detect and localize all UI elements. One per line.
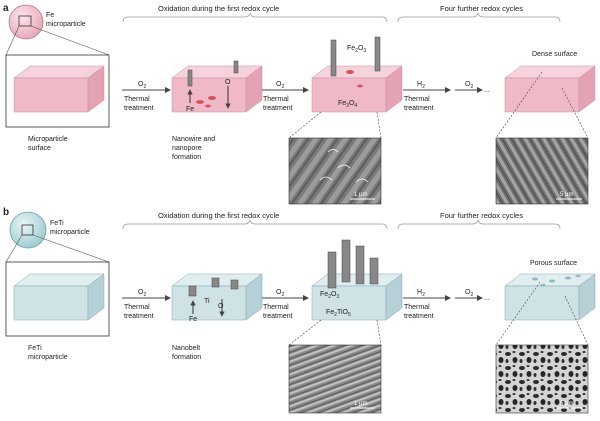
step4-dots: ...: [484, 87, 490, 94]
panel-b: b FeTi microparticle Oxidation during th…: [3, 207, 596, 414]
zoom-square-b: [21, 224, 34, 236]
sem1-zoom-line-left-b: [288, 319, 322, 346]
block2-caption-2-b: formation: [172, 354, 201, 361]
zoom-line-left-b: [5, 234, 23, 263]
step1-label-2-b: treatment: [124, 313, 154, 320]
block2-caption-1: Nanowire and: [172, 136, 215, 143]
block-4-b: [504, 273, 596, 321]
step3-label-2: treatment: [404, 105, 434, 112]
surface-label-1-b: FeTi: [28, 345, 42, 352]
sem-image-b1: 1 μm: [288, 344, 382, 414]
step1-gas: O2: [138, 81, 146, 90]
final-caption: Dense surface: [532, 51, 577, 58]
step1-gas-b: O2: [138, 289, 146, 298]
bracket-oxidation: [122, 12, 388, 23]
bracket-oxidation-b: [122, 219, 388, 230]
sem1-zoom-line-left: [288, 111, 322, 139]
bracket-further-b: [397, 219, 561, 230]
feti-microparticle-sphere: [9, 211, 47, 249]
step2-label-1-b: Thermal: [263, 304, 289, 311]
header-oxidation: Oxidation during the first redox cycle: [158, 4, 279, 13]
step3-label-1-b: Thermal: [404, 304, 430, 311]
block3-top-label: Fe2O3: [347, 45, 366, 54]
zoom-line-right: [30, 25, 110, 56]
block3-face-label-b: Fe2TiO5: [326, 309, 351, 318]
zoom-frame-b: [5, 261, 110, 337]
particle-label-2-b: microparticle: [50, 229, 90, 236]
final-caption-b: Porous surface: [530, 260, 577, 267]
sem1-zoom-line-right: [376, 111, 382, 139]
particle-label-2: microparticle: [46, 21, 86, 28]
block-1-b: [13, 273, 105, 321]
panel-b-letter: b: [3, 207, 9, 218]
step1-label-2: treatment: [124, 105, 154, 112]
step4-dots-b: ...: [484, 295, 490, 302]
block-1: [13, 65, 105, 113]
block2-label-fe-b: Fe: [189, 316, 197, 323]
block2-label-o-b: O: [218, 303, 224, 310]
particle-label-1-b: FeTi: [50, 220, 64, 227]
step1-label-1-b: Thermal: [124, 304, 150, 311]
step3-gas: H2: [417, 81, 425, 90]
block-2-b: [171, 273, 263, 321]
sem2-scale-label: 5 μm: [560, 192, 573, 198]
sem2-scale-label-b: 5 μm: [560, 401, 573, 407]
sem-image-a2: 5 μm: [495, 137, 589, 205]
particle-label-1: Fe: [46, 12, 54, 19]
step3-gas-b: H2: [417, 289, 425, 298]
sem1-zoom-line-right-b: [376, 319, 382, 346]
zoom-square: [18, 15, 32, 27]
sem2-zoom-line-left: [495, 71, 543, 139]
block-3-b: [311, 239, 403, 321]
step3-label-1: Thermal: [404, 96, 430, 103]
step2-gas: O2: [276, 81, 284, 90]
header-oxidation-b: Oxidation during the first redox cycle: [158, 211, 279, 220]
sem1-scale-label-b: 1 μm: [354, 401, 367, 407]
header-further: Four further redox cycles: [440, 4, 523, 13]
surface-label-2-b: microparticle: [28, 354, 68, 361]
step2-label-2-b: treatment: [263, 313, 293, 320]
bracket-further: [397, 12, 561, 23]
sem-image-a1: 1 μm: [288, 137, 382, 205]
panel-a-letter: a: [3, 3, 9, 14]
panel-a: a Fe microparticle Oxidation during the …: [3, 3, 596, 205]
surface-label-2: surface: [28, 145, 51, 152]
sem2-zoom-line-left-b: [495, 281, 541, 346]
block-4: [504, 65, 596, 113]
step4-gas-b: O2: [465, 289, 473, 298]
block2-label-ti-b: Ti: [204, 298, 210, 305]
block2-label-o: O: [225, 79, 231, 86]
step4-gas: O2: [465, 81, 473, 90]
block-2: [171, 60, 263, 113]
zoom-line-left: [5, 25, 20, 56]
step2-gas-b: O2: [276, 289, 284, 298]
zoom-frame: [5, 54, 110, 128]
surface-label-1: Microparticle: [28, 136, 68, 143]
block-3: [311, 36, 403, 113]
block2-caption-1-b: Nanobelt: [172, 345, 200, 352]
step1-label-1: Thermal: [124, 96, 150, 103]
block2-caption-3: formation: [172, 154, 201, 161]
step3-label-2-b: treatment: [404, 313, 434, 320]
block3-top-label-b: Fe2O3: [320, 291, 339, 300]
sem-image-b2: 5 μm: [495, 344, 589, 414]
block3-face-label: Fe3O4: [338, 100, 357, 109]
block2-caption-2: nanopore: [172, 145, 202, 152]
step2-label-2: treatment: [263, 105, 293, 112]
sem1-scale-label: 1 μm: [354, 192, 367, 198]
step2-label-1: Thermal: [263, 96, 289, 103]
block2-label-fe: Fe: [186, 106, 194, 113]
header-further-b: Four further redox cycles: [440, 211, 523, 220]
zoom-line-right-b: [32, 234, 110, 263]
sem2-zoom-line-right: [561, 87, 589, 139]
fe-microparticle-sphere: [8, 4, 44, 40]
